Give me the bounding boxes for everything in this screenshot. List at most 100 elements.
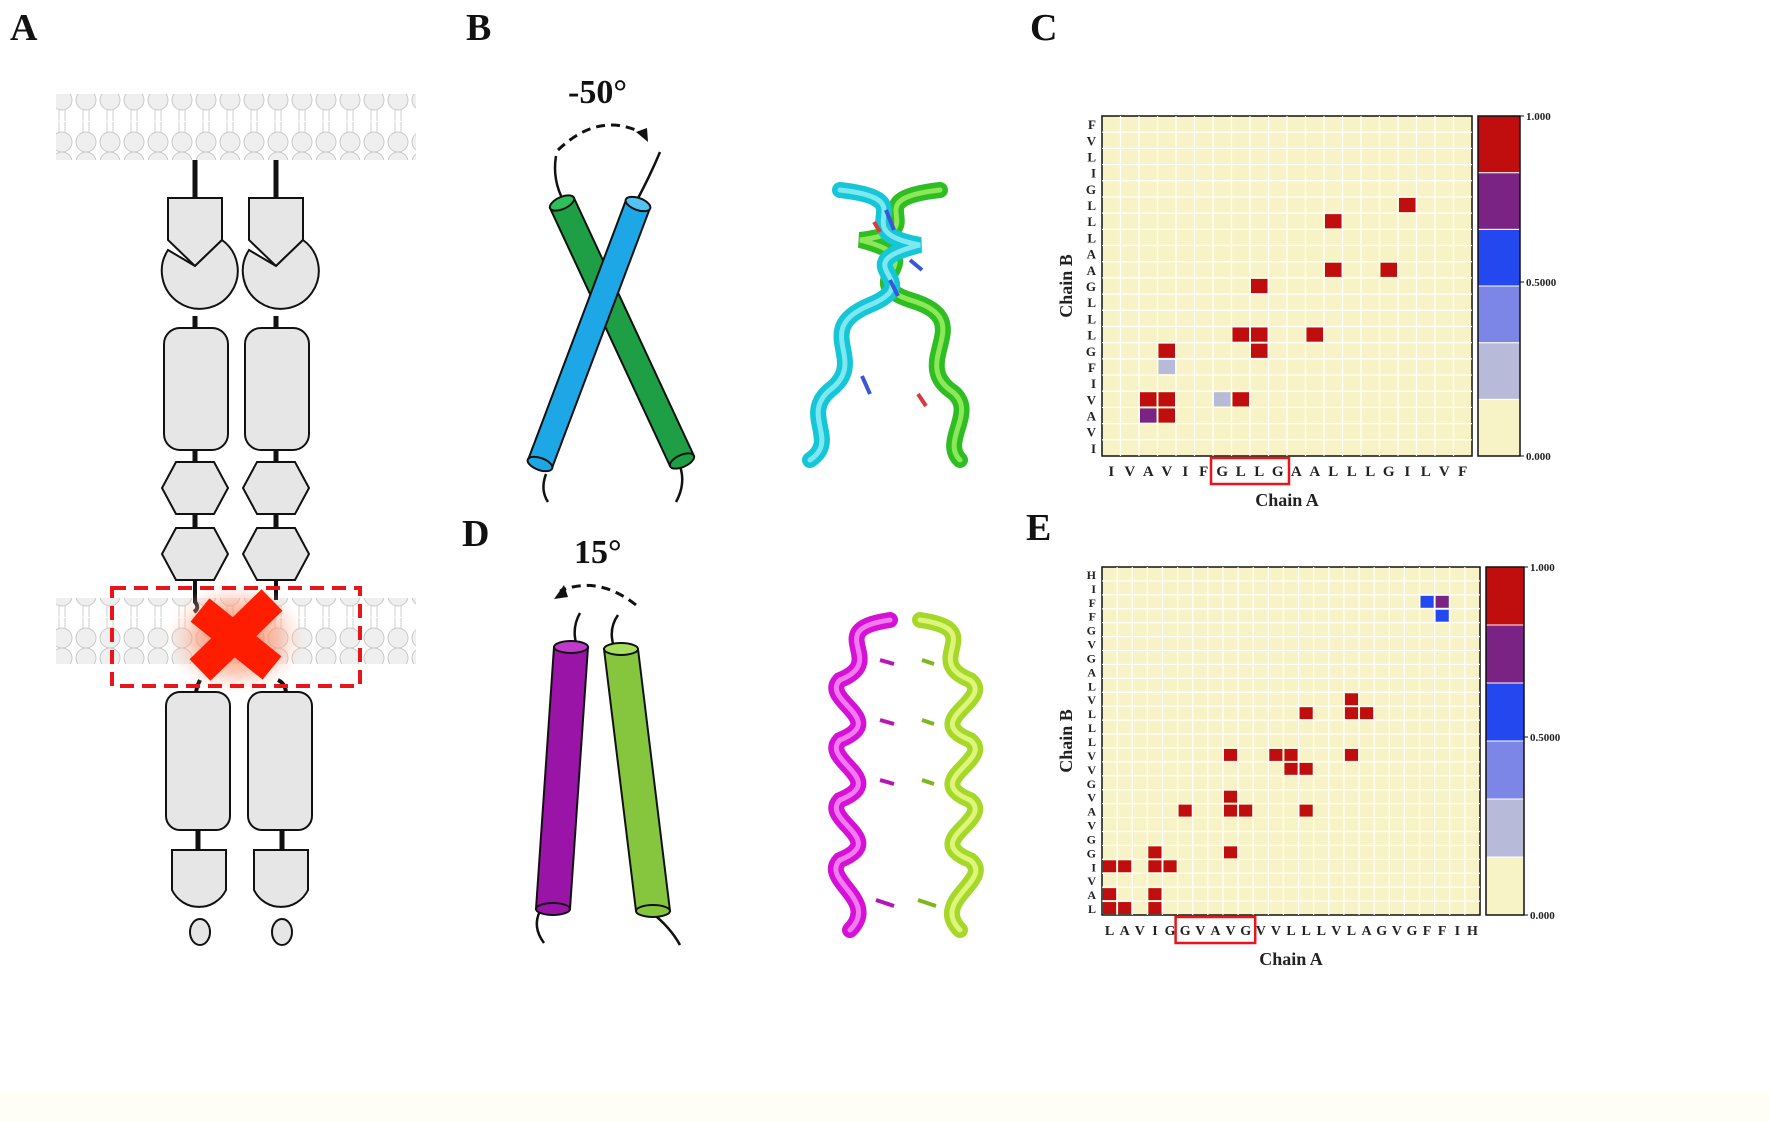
heatmap-e-y-tick: I — [1091, 860, 1096, 874]
heatmap-e-cell — [1223, 790, 1238, 803]
heatmap-e-y-tick: V — [1087, 763, 1096, 777]
heatmap-e-cell — [1223, 804, 1238, 817]
heatmap-c-cell — [1158, 359, 1175, 375]
heatmap-e-cell — [1435, 595, 1449, 608]
helix-cylinders-b — [526, 123, 696, 503]
helix-lightgreen-d — [602, 642, 672, 918]
panel-letter-a: A — [10, 7, 38, 49]
heatmap-e-y-tick: V — [1087, 791, 1096, 805]
heatmap-c-cell — [1251, 327, 1268, 342]
heatmap-e-x-tick: F — [1438, 924, 1447, 939]
heatmap-c-y-tick: L — [1087, 328, 1096, 343]
heatmap-c-x-tick: A — [1309, 464, 1320, 480]
heatmap-c-cell — [1380, 262, 1397, 277]
heatmap-e-colorbar-label: 1.000 — [1530, 562, 1555, 574]
helix-purple-d — [534, 640, 590, 916]
heatmap-c-x-tick: G — [1216, 464, 1228, 480]
heatmap-e-cell — [1344, 748, 1359, 761]
heatmap-c-y-tick: A — [1087, 409, 1097, 424]
heatmap-c-y-tick: A — [1087, 263, 1097, 278]
heatmap-e-x-tick: F — [1423, 924, 1432, 939]
heatmap-c-y-tick: L — [1087, 198, 1096, 213]
heatmap-e-colorbar-segment — [1485, 682, 1525, 742]
heatmap-e-x-tick: A — [1210, 924, 1221, 939]
heatmap-c-y-tick: G — [1086, 279, 1096, 294]
heatmap-e-y-tick: A — [1087, 665, 1096, 679]
heatmap-e-cell — [1103, 860, 1117, 873]
heatmap-c-x-tick: V — [1161, 464, 1172, 480]
heatmap-c-y-tick: G — [1086, 344, 1096, 359]
heatmap-c-cell — [1399, 197, 1416, 213]
heatmap-e-x-tick: V — [1135, 924, 1145, 939]
heatmap-e-x-tick: L — [1105, 924, 1114, 939]
heatmap-e-cell — [1148, 860, 1162, 873]
heatmap-e-y-tick: G — [1087, 651, 1096, 665]
panel-letter-b: B — [466, 7, 492, 49]
heatmap-e-cell — [1239, 804, 1253, 817]
heatmap-c-y-tick: I — [1091, 441, 1096, 456]
heatmap-c-y-tick: F — [1088, 360, 1096, 375]
heatmap-e-x-tick: A — [1120, 924, 1131, 939]
heatmap-e-x-tick: L — [1317, 924, 1326, 939]
heatmap-c-x-tick: G — [1383, 464, 1395, 480]
heatmap-e-x-tick: G — [1180, 924, 1191, 939]
heatmap-c-x-tick: L — [1328, 464, 1338, 480]
heatmap-c-cell — [1232, 327, 1249, 342]
panel-letter-d: D — [462, 513, 490, 555]
heatmap-e-y-tick: V — [1087, 874, 1096, 888]
angle-arrow-b — [556, 123, 645, 152]
angle-label-d: 15° — [574, 534, 622, 571]
helix-cylinders-d — [534, 584, 682, 946]
heatmap-e-cell — [1223, 846, 1238, 859]
heatmap-c-cell — [1251, 278, 1268, 294]
heatmap-e-x-tick: G — [1165, 924, 1176, 939]
heatmap-e-x-tick: V — [1225, 924, 1235, 939]
heatmap-c-y-tick: L — [1087, 230, 1096, 245]
heatmap-e-plot-area — [1101, 566, 1481, 916]
heatmap-e-motif-highlight — [1174, 915, 1257, 945]
panel-letter-e: E — [1026, 507, 1052, 549]
bottom-strip — [0, 1092, 1770, 1122]
heatmap-e-cell — [1299, 762, 1313, 775]
heatmap-e-cell — [1435, 609, 1449, 622]
heatmap-e-cell — [1118, 860, 1132, 873]
heatmap-e-x-tick: I — [1455, 924, 1460, 939]
heatmap-e-cell — [1103, 888, 1117, 901]
heatmap-c-y-tick: V — [1087, 133, 1097, 148]
heatmap-c-y-tick: L — [1087, 295, 1096, 310]
heatmap-c-cell — [1158, 408, 1175, 423]
heatmap-c-colorbar-frame — [1477, 115, 1521, 457]
heatmap-e-cell — [1344, 693, 1359, 706]
heatmap-c-x-tick: L — [1254, 464, 1264, 480]
heatmap-e-y-tick: V — [1087, 638, 1096, 652]
heatmap-e-x-tick: L — [1347, 924, 1356, 939]
heatmap-c-y-tick: I — [1091, 166, 1096, 181]
heatmap-c-colorbar-label: 0.000 — [1526, 451, 1551, 463]
heatmap-e-x-tick: G — [1376, 924, 1387, 939]
heatmap-c-colorbar-label: 0.5000 — [1526, 277, 1557, 289]
angle-label-b: -50° — [568, 74, 627, 111]
heatmap-c-y-tick: V — [1087, 425, 1097, 440]
heatmap-c-cell — [1140, 408, 1157, 423]
heatmap-e-cell — [1103, 902, 1117, 914]
helix-blue-b — [526, 195, 652, 473]
heatmap-e-x-tick: V — [1256, 924, 1266, 939]
heatmap-e-y-tick: G — [1087, 846, 1096, 860]
heatmap-e-cell — [1148, 902, 1162, 914]
heatmap-c-y-axis-label: Chain B — [1056, 254, 1076, 318]
heatmap-e-y-tick: G — [1087, 832, 1096, 846]
heatmap-e-cell — [1420, 595, 1434, 608]
heatmap-e-cell — [1118, 902, 1132, 914]
heatmap-e-cell — [1344, 707, 1359, 720]
receptor-left — [160, 160, 239, 946]
heatmap-e-y-tick: L — [1088, 902, 1096, 916]
heatmap-c-x-tick: A — [1143, 464, 1154, 480]
heatmap-c-x-tick: A — [1291, 464, 1302, 480]
upper-membrane — [56, 94, 416, 160]
heatmap-c-y-tick: L — [1087, 214, 1096, 229]
heatmap-e-cell — [1284, 748, 1298, 761]
heatmap-c-x-axis-label: Chain A — [1255, 490, 1319, 510]
heatmap-e-y-tick: H — [1087, 568, 1097, 582]
